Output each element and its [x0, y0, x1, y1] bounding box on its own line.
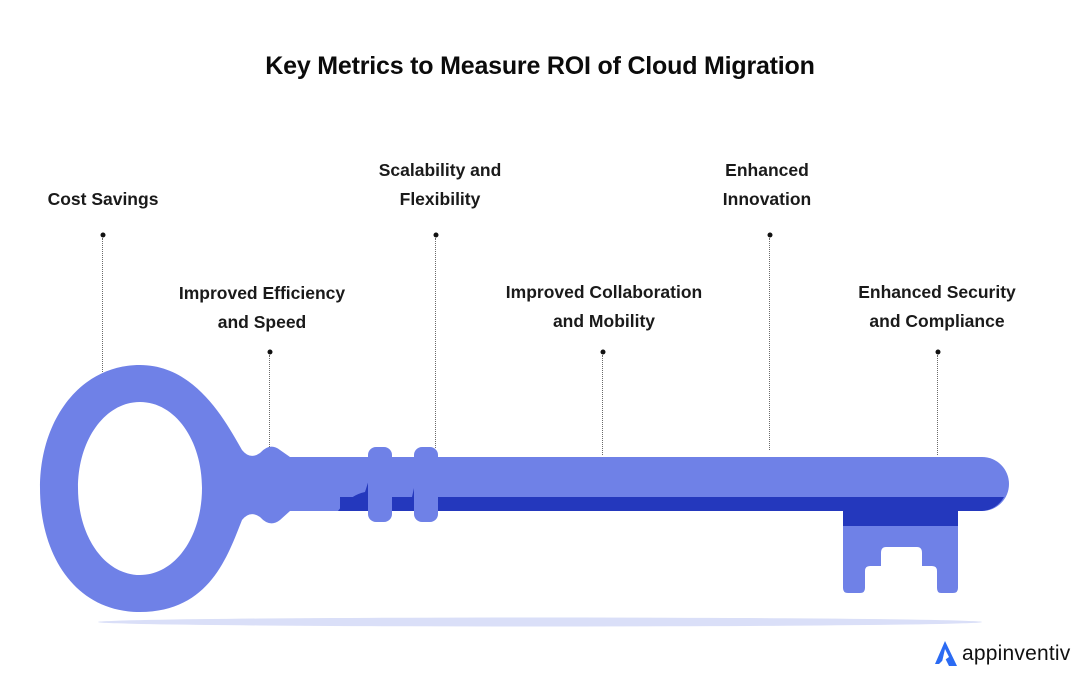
key-bow — [40, 365, 290, 612]
metric-label-cost-savings: Cost Savings — [48, 185, 159, 214]
metric-connector-line — [269, 355, 270, 447]
metric-label-line: Improved Efficiency — [178, 283, 346, 303]
metric-connector-line — [435, 238, 436, 448]
diagram-title: Key Metrics to Measure ROI of Cloud Migr… — [265, 52, 815, 80]
metric-marker-dot — [100, 232, 106, 238]
metric-marker-dot — [935, 349, 941, 355]
metric-marker-dot — [600, 349, 606, 355]
metric-connector-line — [602, 355, 603, 455]
metric-marker-dot — [767, 232, 773, 238]
metric-label-line: Enhanced Security — [858, 282, 1016, 302]
metric-label-enhanced-security: Enhanced Security and Compliance — [858, 278, 1016, 336]
metric-label-enhanced-innovation: Enhanced Innovation — [723, 156, 811, 214]
metric-label-line: Enhanced — [725, 160, 809, 180]
metric-connector-line — [769, 238, 770, 450]
key-shadow — [98, 617, 982, 627]
metric-label-line: Scalability and — [378, 160, 502, 180]
metric-label-improved-collaboration: Improved Collaboration and Mobility — [506, 278, 702, 336]
brand-logo: appinventiv — [932, 640, 1070, 668]
metric-label-line: and Speed — [217, 312, 307, 332]
metric-connector-line — [102, 238, 103, 372]
brand-name: appinventiv — [962, 642, 1071, 665]
metric-label-line: Flexibility — [399, 189, 481, 209]
key-collar — [368, 447, 392, 522]
metric-label-improved-efficiency: Improved Efficiency and Speed — [179, 279, 345, 337]
key-shaft — [285, 457, 1009, 511]
metric-label-line: Cost Savings — [47, 189, 159, 209]
metric-label-line: and Compliance — [869, 311, 1005, 331]
metric-connector-line — [937, 355, 938, 455]
metric-label-line: and Mobility — [552, 311, 656, 331]
key-collar — [414, 447, 438, 522]
metric-label-line: Innovation — [722, 189, 812, 209]
metric-marker-dot — [433, 232, 439, 238]
metric-label-scalability: Scalability and Flexibility — [379, 156, 502, 214]
metric-label-line: Improved Collaboration — [505, 282, 703, 302]
metric-marker-dot — [267, 349, 273, 355]
appinventiv-logo-icon — [935, 641, 957, 666]
